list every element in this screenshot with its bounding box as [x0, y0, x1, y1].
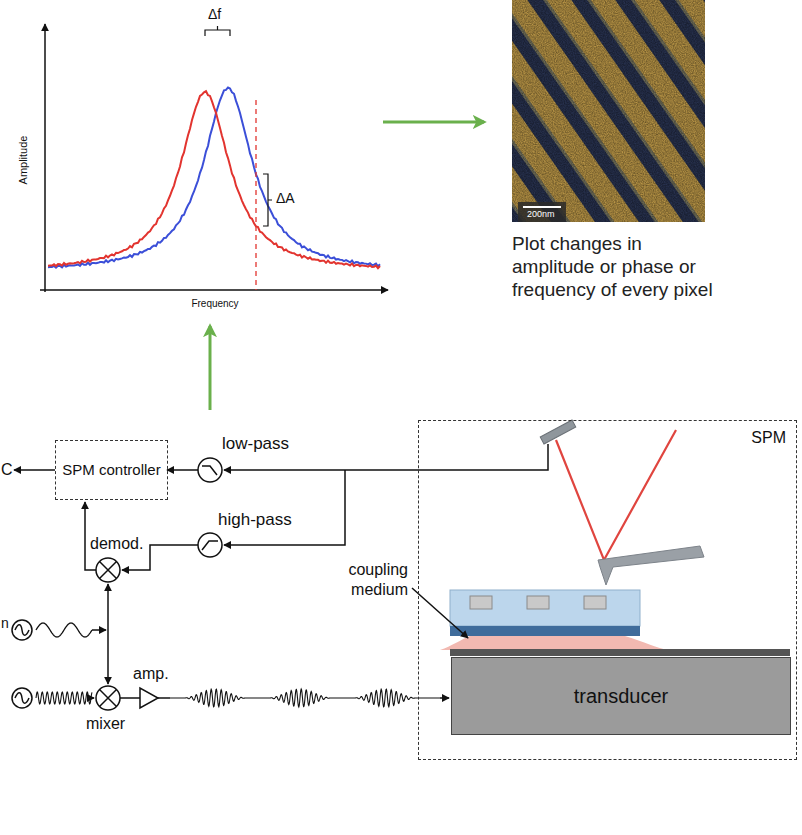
- burst-wave: [170, 689, 440, 707]
- low-pass-filter: [198, 458, 222, 482]
- axis-title: Frequency: [191, 298, 238, 310]
- oscillator-glyph: [15, 625, 29, 636]
- carrier-wave: [36, 692, 92, 704]
- block-label: demod.: [90, 534, 143, 553]
- wire: [14, 469, 55, 471]
- wire: [158, 697, 170, 699]
- wire: [120, 697, 140, 699]
- delta-a-bracket: [263, 174, 272, 226]
- high-pass-filter: [198, 533, 222, 557]
- mixer-symbol: [96, 686, 120, 710]
- sample: [450, 590, 640, 626]
- scale-bar: [523, 206, 561, 208]
- substrate: [450, 626, 640, 636]
- instrument-boundary: SPM transducer: [418, 420, 797, 760]
- wire: [107, 630, 109, 684]
- wire: [107, 584, 109, 630]
- signal-name: C: [1, 460, 13, 479]
- controller-box: SPM controller: [55, 440, 168, 500]
- wire: [92, 697, 94, 699]
- node-text: SPM controller: [62, 461, 160, 479]
- sample-feature: [584, 596, 606, 609]
- demodulator: [96, 558, 120, 582]
- oscillator: [12, 688, 32, 708]
- wire: [167, 469, 198, 471]
- afm-image: [512, 0, 705, 222]
- cantilever: [598, 546, 704, 585]
- delta-f-bracket: [205, 26, 230, 36]
- signal-name: n: [1, 615, 9, 632]
- node-text: transducer: [574, 685, 669, 708]
- sample-feature: [527, 596, 549, 609]
- leader-line: [412, 588, 468, 638]
- stripe-image: [512, 0, 705, 222]
- block-label: amp.: [133, 664, 169, 683]
- flow-arrow: [383, 121, 484, 124]
- modulation-wave: [36, 623, 92, 637]
- axis-title: Amplitude: [17, 136, 30, 185]
- wire: [224, 470, 345, 545]
- spm-illustration: [440, 420, 790, 656]
- delta-label: ΔA: [276, 190, 295, 207]
- sample-feature: [470, 596, 492, 609]
- x-axis: [40, 289, 388, 291]
- filter-glyph: [202, 541, 218, 550]
- flow-arrow: [209, 326, 212, 410]
- photodetector: [540, 420, 576, 444]
- transducer-plate: [450, 649, 790, 656]
- delta-label: Δf: [208, 6, 221, 23]
- transducer-box: transducer: [451, 657, 791, 735]
- node-text: SPM: [751, 429, 786, 447]
- drive-frequency-line: [255, 100, 256, 290]
- filter-label: low-pass: [222, 434, 289, 454]
- filter-label: high-pass: [218, 510, 292, 530]
- coupling-medium: [440, 636, 668, 650]
- wire: [92, 629, 106, 631]
- circuit-symbols: [12, 458, 222, 710]
- part-label: coupling medium: [320, 560, 408, 599]
- oscillator-glyph: [15, 693, 29, 704]
- note: Plot changes in amplitude or phase or fr…: [512, 232, 727, 302]
- y-axis: [44, 24, 46, 292]
- shifted-curve: [48, 87, 380, 267]
- mixer-glyph: [100, 690, 117, 707]
- scale-label: 200nm: [527, 209, 555, 220]
- filter-glyph: [202, 466, 217, 475]
- block-label: mixer: [86, 714, 125, 733]
- laser-beam: [556, 430, 676, 560]
- scale-bar-ground: [518, 202, 566, 222]
- mixer-glyph: [100, 562, 117, 579]
- resonance-plot: [40, 24, 388, 292]
- amplifier: [140, 688, 158, 708]
- image-grain: [512, 0, 705, 222]
- wire: [440, 697, 449, 699]
- oscillator: [12, 620, 32, 640]
- original-curve: [48, 91, 380, 268]
